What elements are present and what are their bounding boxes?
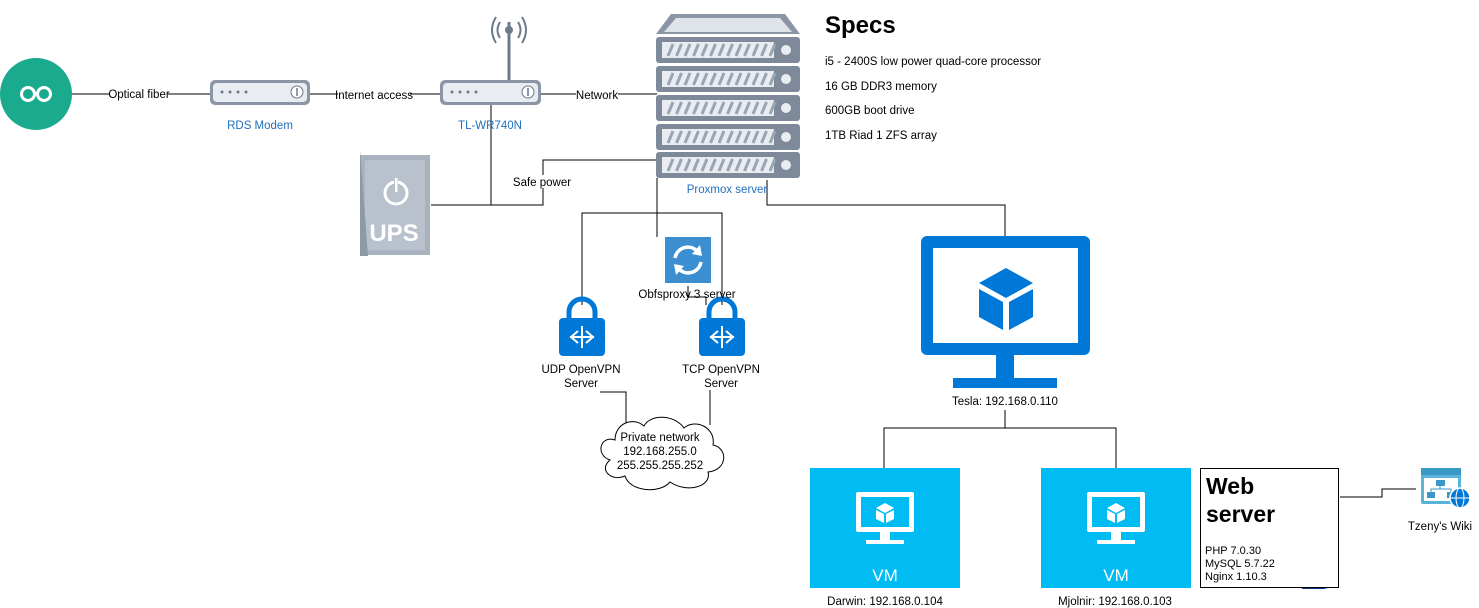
udp-link [581,178,658,305]
vm-links [883,427,1117,468]
tcp-link [657,212,723,305]
router-icon [440,16,541,105]
glasses-icon [0,58,72,130]
vm-label: VM [872,566,898,585]
sync-icon [665,237,711,283]
web-server-title-line1: Web [1206,473,1255,499]
rack-unit [656,152,800,178]
modem-icon [210,80,310,105]
router-label: TL-WR740N [458,120,522,132]
vm-label: VM [1103,566,1129,585]
vm-tile-darwin: VM [810,468,960,588]
nginx-version: Nginx 1.10.3 [1205,571,1267,583]
vm-tile-mjolnir: VM [1041,468,1191,588]
monitor-cube-icon [921,236,1090,388]
labels: Optical fiber Internet access Network Sa… [108,88,1472,608]
internet-access-label: Internet access [335,90,413,102]
tesla-link [766,180,1006,237]
server-rack-icon [656,14,800,178]
rack-unit [656,95,800,121]
spec-item: 600GB boot drive [825,105,915,117]
udp-cloud-link [600,391,627,425]
tcp-openvpn-label: TCP OpenVPN [682,364,760,376]
tcp-openvpn-label-2: Server [704,378,738,390]
web-server-title: Web server [1206,472,1275,528]
private-network-label: Private network [620,432,700,444]
ups-icon: UPS [360,150,430,256]
web-server-title-line2: server [1206,501,1276,527]
mysql-version: MySQL 5.7.22 [1205,558,1275,570]
php-version: PHP 7.0.30 [1205,545,1262,557]
private-network-subnet: 192.168.255.0 [623,446,697,458]
monitor-cube-icon [1087,492,1145,544]
spec-item: i5 - 2400S low power quad-core processor [825,56,1042,68]
rack-unit [656,124,800,150]
vpn-lock-icon [699,296,745,356]
specs-title: Specs [825,12,896,39]
obfsproxy-link [687,286,707,305]
spec-item: 16 GB DDR3 memory [825,80,937,93]
wiki-label: Tzeny's Wiki [1408,521,1472,533]
rack-unit [656,66,800,92]
udp-openvpn-label: UDP OpenVPN [541,364,620,376]
mjolnir-label: Mjolnir: 192.168.0.103 [1058,596,1172,608]
private-network-mask: 255.255.255.252 [617,460,703,472]
obfsproxy-label: Obfsproxy 3 server [638,289,735,301]
rds-modem-label: RDS Modem [227,120,293,132]
vpn-lock-icon [559,296,605,356]
cloud-icon [600,416,725,491]
ups-label: UPS [369,220,418,247]
site-map-icon [1421,468,1471,509]
monitor-cube-icon [856,492,914,544]
web-server-box: Web server PHP 7.0.30 MySQL 5.7.22 Nginx… [1200,468,1339,588]
spec-item: 1TB Riad 1 ZFS array [825,129,937,142]
safe-power-label: Safe power [513,177,571,189]
wiki-link [1340,488,1416,498]
udp-openvpn-label-2: Server [564,378,598,390]
rack-unit [656,37,800,63]
specs-panel: Specs i5 - 2400S low power quad-core pro… [825,12,1041,154]
proxmox-label: Proxmox server [687,184,768,196]
optical-fiber-label: Optical fiber [108,89,170,101]
network-label: Network [576,90,618,102]
darwin-label: Darwin: 192.168.0.104 [827,596,943,608]
tesla-label: Tesla: 192.168.0.110 [952,396,1058,408]
